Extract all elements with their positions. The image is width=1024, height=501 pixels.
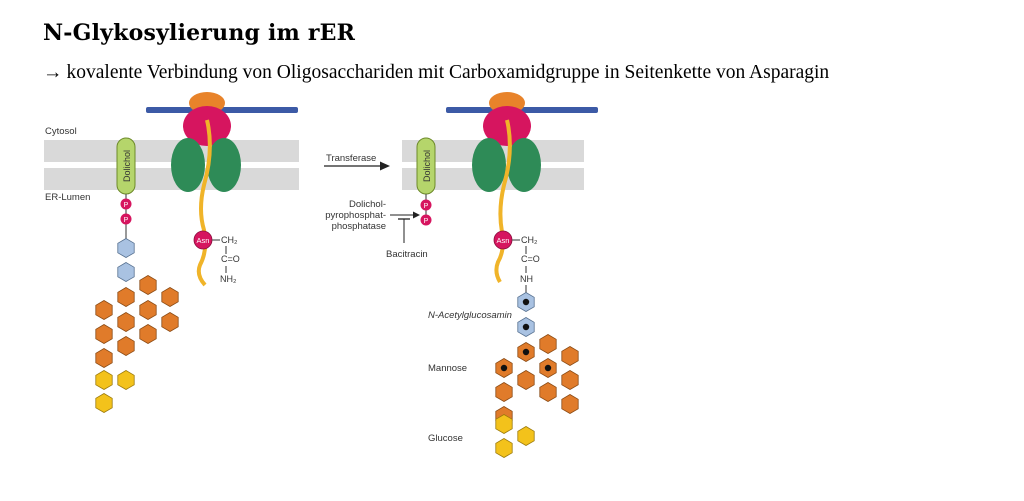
mannose-hex	[117, 336, 135, 356]
phosphatase-label-3: phosphatase	[332, 221, 386, 232]
co-left: C=O	[221, 254, 240, 264]
phosphate-left-2: P	[120, 213, 132, 225]
peptide-chain-left	[196, 119, 212, 287]
dolichol-left: Dolichol	[116, 137, 136, 195]
glucose-hex	[495, 414, 513, 434]
mannose-hex	[95, 348, 113, 368]
svg-text:Asn: Asn	[197, 236, 210, 245]
bacitracin-inhibition	[398, 218, 410, 243]
mannose-hex	[139, 300, 157, 320]
glucose-hex	[95, 393, 113, 413]
glucose-hex	[495, 438, 513, 458]
mannose-hex	[161, 312, 179, 332]
sugar-dot	[544, 364, 552, 372]
mannose-hex	[561, 394, 579, 414]
asn-right: Asn	[493, 230, 513, 250]
svg-text:P: P	[424, 218, 429, 225]
oligosaccharide-left	[95, 238, 179, 413]
svg-text:P: P	[124, 202, 129, 209]
mannose-hex	[561, 346, 579, 366]
mannose-hex	[539, 334, 557, 354]
dolichol-left-label: Dolichol	[122, 150, 132, 182]
glucose-hex	[95, 370, 113, 390]
mannose-hex	[495, 382, 513, 402]
glcnac-hex	[117, 238, 135, 258]
mannose-hex	[139, 324, 157, 344]
ribosome-left	[146, 92, 298, 192]
phosphatase-arrow	[390, 211, 420, 219]
ribosome-right	[446, 92, 598, 192]
asn-left: Asn	[193, 230, 213, 250]
mannose-hex	[517, 370, 535, 390]
mannose-hex	[561, 370, 579, 390]
glucose-hex	[517, 426, 535, 446]
ch2-right: CH₂	[521, 235, 538, 245]
mannose-hex	[117, 287, 135, 307]
svg-text:Asn: Asn	[497, 236, 510, 245]
sugar-dot	[522, 298, 530, 306]
phosphate-left-1: P	[120, 198, 132, 210]
ch2-left: CH₂	[221, 235, 238, 245]
mannose-label: Mannose	[428, 363, 467, 374]
subtitle: →kovalente Verbindung von Oligosaccharid…	[43, 62, 829, 84]
oligosaccharide-right	[495, 292, 579, 458]
nh-right: NH	[520, 274, 533, 284]
dolichol-right: Dolichol	[416, 137, 436, 195]
transferase-label: Transferase	[326, 153, 376, 164]
arrow-right-icon: →	[43, 62, 63, 83]
sugar-dot	[522, 323, 530, 331]
phosphate-right-2: P	[420, 214, 432, 226]
mannose-hex	[95, 300, 113, 320]
svg-text:P: P	[124, 217, 129, 224]
nh2-left: NH₂	[220, 274, 237, 284]
phosphatase-label-1: Dolichol-	[349, 199, 386, 210]
mannose-hex	[117, 312, 135, 332]
subtitle-text: kovalente Verbindung von Oligosaccharide…	[66, 62, 830, 83]
mannose-hex	[539, 382, 557, 402]
glcnac-hex	[117, 262, 135, 282]
mannose-hex	[95, 324, 113, 344]
glucose-hex	[117, 370, 135, 390]
bacitracin-label: Bacitracin	[386, 249, 428, 260]
svg-text:P: P	[424, 203, 429, 210]
glucose-label: Glucose	[428, 433, 463, 444]
n-acetylglucosamin-label: N-Acetylglucosamin	[428, 310, 512, 321]
co-right: C=O	[521, 254, 540, 264]
mannose-hex	[139, 275, 157, 295]
phosphatase-label-2: pyrophosphat-	[325, 210, 386, 221]
transferase-arrow	[324, 161, 390, 171]
sugar-dot	[522, 348, 530, 356]
page-title: N-Glykosylierung im rER	[43, 20, 356, 46]
cytosol-label: Cytosol	[45, 126, 77, 137]
sugar-dot	[500, 364, 508, 372]
mannose-hex	[161, 287, 179, 307]
phosphate-right-1: P	[420, 199, 432, 211]
dolichol-right-label: Dolichol	[422, 150, 432, 182]
er-lumen-label: ER-Lumen	[45, 192, 90, 203]
